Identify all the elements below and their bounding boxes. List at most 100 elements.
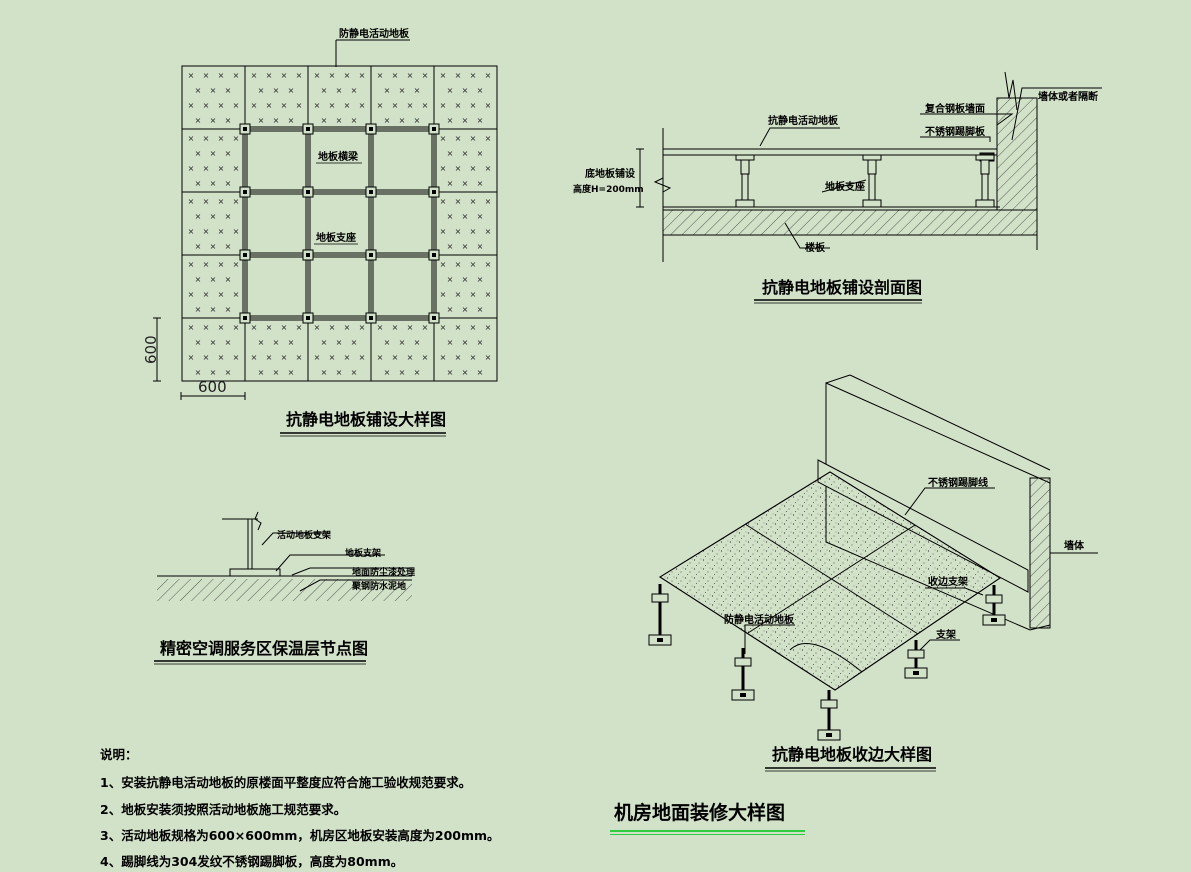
svg-text:×: ×: [195, 275, 202, 284]
svg-text:×: ×: [251, 323, 258, 332]
svg-text:×: ×: [321, 338, 328, 347]
svg-text:×: ×: [336, 338, 343, 347]
svg-text:×: ×: [344, 353, 351, 362]
svg-text:×: ×: [203, 101, 210, 110]
svg-text:×: ×: [203, 227, 210, 236]
svg-text:×: ×: [188, 260, 195, 269]
section-floor-label: 抗静电活动地板: [768, 114, 839, 127]
svg-text:×: ×: [447, 242, 454, 251]
svg-text:×: ×: [414, 116, 421, 125]
svg-text:×: ×: [273, 368, 280, 377]
svg-text:×: ×: [188, 164, 195, 173]
svg-text:×: ×: [351, 338, 358, 347]
note-item-2: 2、地板安装须按照活动地板施工规范要求。: [100, 802, 347, 817]
iso-edge-support-label: 收边支架: [928, 575, 968, 588]
iso-pedestal: [904, 640, 928, 679]
svg-text:×: ×: [203, 164, 210, 173]
svg-text:×: ×: [281, 71, 288, 80]
svg-text:×: ×: [462, 179, 469, 188]
svg-text:×: ×: [188, 227, 195, 236]
svg-text:×: ×: [440, 164, 447, 173]
section-pedestals: [735, 154, 995, 208]
svg-text:×: ×: [477, 116, 484, 125]
iso-wall-label: 墙体: [1064, 539, 1085, 552]
svg-text:×: ×: [462, 275, 469, 284]
svg-text:×: ×: [336, 116, 343, 125]
svg-text:×: ×: [188, 71, 195, 80]
svg-text:×: ×: [377, 353, 384, 362]
svg-text:×: ×: [266, 353, 273, 362]
svg-text:×: ×: [440, 197, 447, 206]
svg-text:×: ×: [188, 197, 195, 206]
svg-text:×: ×: [281, 101, 288, 110]
svg-text:×: ×: [455, 227, 462, 236]
svg-text:×: ×: [273, 116, 280, 125]
svg-text:×: ×: [195, 116, 202, 125]
svg-text:×: ×: [218, 71, 225, 80]
svg-text:×: ×: [440, 290, 447, 299]
plan-open-cell: [370, 254, 435, 319]
plan-open-cell: [307, 191, 372, 256]
main-title-underline: [610, 830, 805, 832]
svg-text:×: ×: [321, 86, 328, 95]
svg-text:×: ×: [447, 338, 454, 347]
svg-text:×: ×: [470, 227, 477, 236]
plan-open-cell: [307, 254, 372, 319]
svg-text:×: ×: [203, 323, 210, 332]
svg-text:×: ×: [233, 227, 240, 236]
section-pedestal: [975, 154, 995, 208]
svg-text:×: ×: [440, 260, 447, 269]
section-pedestal: [735, 154, 755, 208]
svg-text:×: ×: [447, 149, 454, 158]
svg-text:×: ×: [203, 260, 210, 269]
svg-text:×: ×: [251, 353, 258, 362]
plan-floor-grid: ××××××××××××××××××××××××××××××××××××××××…: [181, 65, 498, 382]
svg-text:×: ×: [399, 368, 406, 377]
svg-text:×: ×: [485, 197, 492, 206]
svg-text:×: ×: [321, 368, 328, 377]
svg-text:×: ×: [455, 101, 462, 110]
svg-text:×: ×: [470, 323, 477, 332]
svg-text:×: ×: [440, 71, 447, 80]
svg-text:×: ×: [455, 71, 462, 80]
svg-text:×: ×: [351, 86, 358, 95]
svg-text:×: ×: [329, 323, 336, 332]
svg-text:×: ×: [195, 86, 202, 95]
section-wall-label: 墙体或者隔断: [1038, 90, 1098, 103]
section-pedestal: [862, 154, 882, 208]
svg-text:×: ×: [470, 164, 477, 173]
plan-open-cell: [244, 128, 309, 193]
svg-text:×: ×: [407, 323, 414, 332]
svg-text:×: ×: [414, 86, 421, 95]
svg-text:×: ×: [485, 164, 492, 173]
svg-text:×: ×: [477, 242, 484, 251]
svg-text:×: ×: [440, 101, 447, 110]
svg-text:×: ×: [314, 101, 321, 110]
svg-text:×: ×: [225, 242, 232, 251]
svg-text:×: ×: [384, 368, 391, 377]
plan-open-cell: [370, 191, 435, 256]
svg-text:×: ×: [210, 305, 217, 314]
svg-text:×: ×: [351, 116, 358, 125]
section-height-label-2: 高度H=200mm: [573, 183, 644, 195]
svg-text:×: ×: [210, 338, 217, 347]
svg-text:×: ×: [485, 134, 492, 143]
svg-text:×: ×: [225, 86, 232, 95]
iso-skirting-label: 不锈钢踢脚线: [928, 476, 988, 489]
svg-text:×: ×: [329, 353, 336, 362]
svg-text:×: ×: [258, 338, 265, 347]
section-title: 抗静电地板铺设剖面图: [762, 278, 922, 297]
detail-drawing: [157, 511, 412, 601]
svg-text:×: ×: [477, 86, 484, 95]
svg-text:×: ×: [455, 260, 462, 269]
svg-text:×: ×: [314, 71, 321, 80]
svg-text:×: ×: [195, 338, 202, 347]
svg-text:×: ×: [399, 116, 406, 125]
svg-text:×: ×: [188, 323, 195, 332]
svg-text:×: ×: [447, 275, 454, 284]
svg-text:×: ×: [455, 323, 462, 332]
svg-text:×: ×: [455, 164, 462, 173]
main-title-underline-thin: [610, 834, 805, 835]
svg-text:×: ×: [225, 116, 232, 125]
